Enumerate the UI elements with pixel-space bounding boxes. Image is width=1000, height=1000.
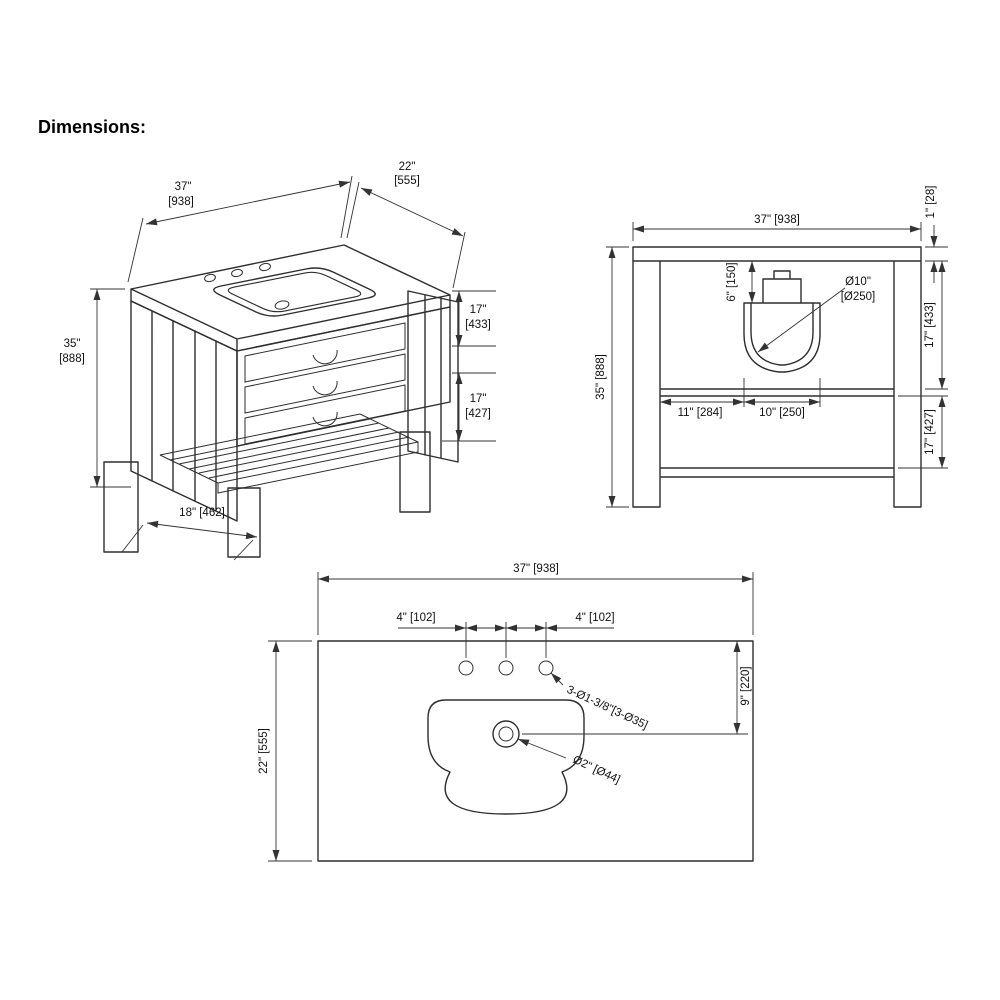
front-faucet-label: 6" [150] [726,262,738,301]
top-hole-spacing-left-label: 4" [102] [396,612,435,624]
top-drain-label: Ø2" [Ø44] [571,754,622,786]
iso-legs [103,431,431,558]
front-bowl-dia-leader [757,287,846,353]
iso-lower-label-in: 17" [470,393,487,405]
faucet-hole [231,268,243,278]
iso-depth-dim-line [360,187,464,237]
faucet-hole [259,262,271,272]
top-drain-inner [498,726,514,742]
top-depth-label: 22" [555] [258,728,270,774]
front-bowl-dia-label-in: Ø10" [845,276,871,288]
iso-depth-label-mm: [555] [394,175,420,187]
front-upper-label: 17" [433] [924,302,936,348]
iso-lower-label-mm: [427] [465,408,491,420]
iso-shelf-dim-line [146,520,258,540]
faucet-hole [458,660,474,676]
iso-shelf-slats [159,413,419,494]
front-sink-bowl [743,270,821,373]
iso-height-label-in: 35" [64,338,81,350]
iso-countertop [130,244,451,352]
faucet-hole [498,660,514,676]
front-bowl-width-label: 10" [250] [759,407,805,419]
iso-view: 37" [938] 22" [555] 35" [888] 17" [433] … [59,161,496,561]
iso-drain [274,300,290,310]
iso-width-dim-line [145,180,351,226]
top-hole-spacing-right-label: 4" [102] [575,612,614,624]
iso-sink-basin-inner [227,271,362,313]
top-view: 37" [938] 4" [102] 4" [102] 3-Ø1-3/8"[3-… [258,563,754,862]
front-structure [632,246,922,508]
iso-door [407,290,459,463]
front-thickness-label: 1" [28] [925,186,937,219]
front-bowl-dia-label-mm: [Ø250] [841,291,876,303]
top-holes-note-label: 3-Ø1-3/8"[3-Ø35] [565,684,650,732]
front-width-label: 37" [938] [754,214,800,226]
top-sink-cutout [427,699,585,815]
front-view: 37" [938] 1" [28] 6" [150] Ø10" [Ø250] 1… [595,186,948,508]
front-lower-label: 17" [427] [924,409,936,455]
iso-drawers [244,322,406,445]
page-title: Dimensions: [38,117,146,137]
iso-extension-lines [90,175,496,561]
front-offset-label: 11" [284] [678,407,723,419]
iso-height-label-mm: [888] [59,353,85,365]
iso-width-label-in: 37" [175,181,192,193]
iso-front-face [236,306,451,447]
iso-sink-basin [213,267,376,317]
top-extension-lines [268,572,754,862]
top-back-to-drain-label: 9" [220] [740,666,752,705]
top-width-label: 37" [938] [513,563,559,575]
iso-shelf-label: 18" [462] [179,507,225,519]
faucet-hole [538,660,554,676]
iso-side-panel [130,300,238,522]
iso-upper-label-in: 17" [470,304,487,316]
iso-width-label-mm: [938] [168,196,194,208]
top-drain-outer [492,720,520,748]
iso-upper-label-mm: [433] [465,319,491,331]
top-countertop-outline [317,640,754,862]
faucet-hole [204,273,216,283]
iso-depth-label-in: 22" [399,161,416,173]
iso-drawer-handles [312,349,338,427]
top-drain-leader [517,738,567,759]
top-holes-note-leader [550,672,564,686]
front-height-label: 35" [888] [595,354,607,400]
